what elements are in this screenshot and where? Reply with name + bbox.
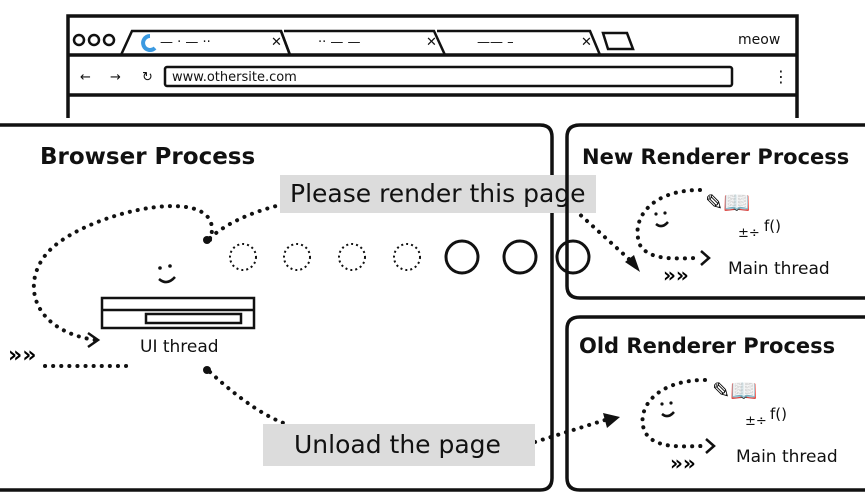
message-queue	[203, 203, 640, 444]
tab-3[interactable]: —— – ✕	[437, 29, 602, 56]
function-icon: f()	[764, 217, 781, 235]
address-bar[interactable]	[163, 65, 734, 88]
loading-spinner-icon	[141, 34, 157, 52]
address-bar-text: www.othersite.com	[172, 70, 297, 85]
new-renderer-process-box: New Renderer Process ✎📖 ±÷ f() »» Main t…	[565, 123, 865, 300]
unload-message: Unload the page	[294, 430, 501, 459]
tab-2[interactable]: ·· — — ✕	[279, 29, 447, 56]
book-icon: ✎📖	[705, 191, 751, 216]
math-symbols-icon: ±÷	[745, 414, 767, 429]
back-arrow-icon[interactable]: ←	[80, 70, 91, 85]
mini-browser-icon	[100, 296, 256, 330]
close-icon[interactable]: ✕	[426, 35, 437, 50]
tab-title: ·· — —	[318, 35, 361, 50]
new-main-thread-label: Main thread	[728, 259, 830, 279]
unload-message-box	[263, 424, 535, 466]
chevrons-icon: »»	[663, 263, 689, 287]
tab-1[interactable]: — · — ·· ✕	[119, 29, 292, 56]
old-main-thread-label: Main thread	[736, 447, 838, 467]
math-symbols-icon: ±÷	[738, 226, 760, 241]
new-renderer-title: New Renderer Process	[582, 145, 849, 169]
chevrons-icon: »»	[670, 451, 696, 475]
browser-window: — · — ·· ✕ ·· — — ✕ —— – ✕ meow ← → ↻ ww…	[66, 14, 799, 118]
reload-icon[interactable]: ↻	[142, 70, 153, 85]
render-message-box	[280, 175, 596, 213]
tab-title: —— –	[477, 35, 514, 50]
book-icon: ✎📖	[712, 379, 758, 404]
menu-dots-icon[interactable]: ⋮	[773, 67, 789, 86]
close-icon[interactable]: ✕	[271, 35, 282, 50]
browser-process-box: Browser Process UI thread »»	[0, 123, 554, 492]
profile-name: meow	[738, 32, 780, 48]
forward-arrow-icon[interactable]: →	[110, 70, 121, 85]
window-controls[interactable]	[72, 33, 116, 47]
browser-process-title: Browser Process	[40, 144, 255, 170]
ui-thread-label: UI thread	[140, 337, 219, 357]
close-icon[interactable]: ✕	[581, 35, 592, 50]
smiley-face-icon	[158, 264, 176, 284]
chevrons-icon: »»	[8, 343, 36, 368]
function-icon: f()	[770, 405, 787, 423]
old-renderer-title: Old Renderer Process	[579, 334, 835, 358]
tab-title: — · — ··	[160, 35, 211, 50]
new-tab-button[interactable]	[601, 31, 635, 51]
render-message: Please render this page	[290, 179, 586, 208]
old-renderer-process-box: Old Renderer Process ✎📖 ±÷ f() »» Main t…	[565, 315, 865, 492]
